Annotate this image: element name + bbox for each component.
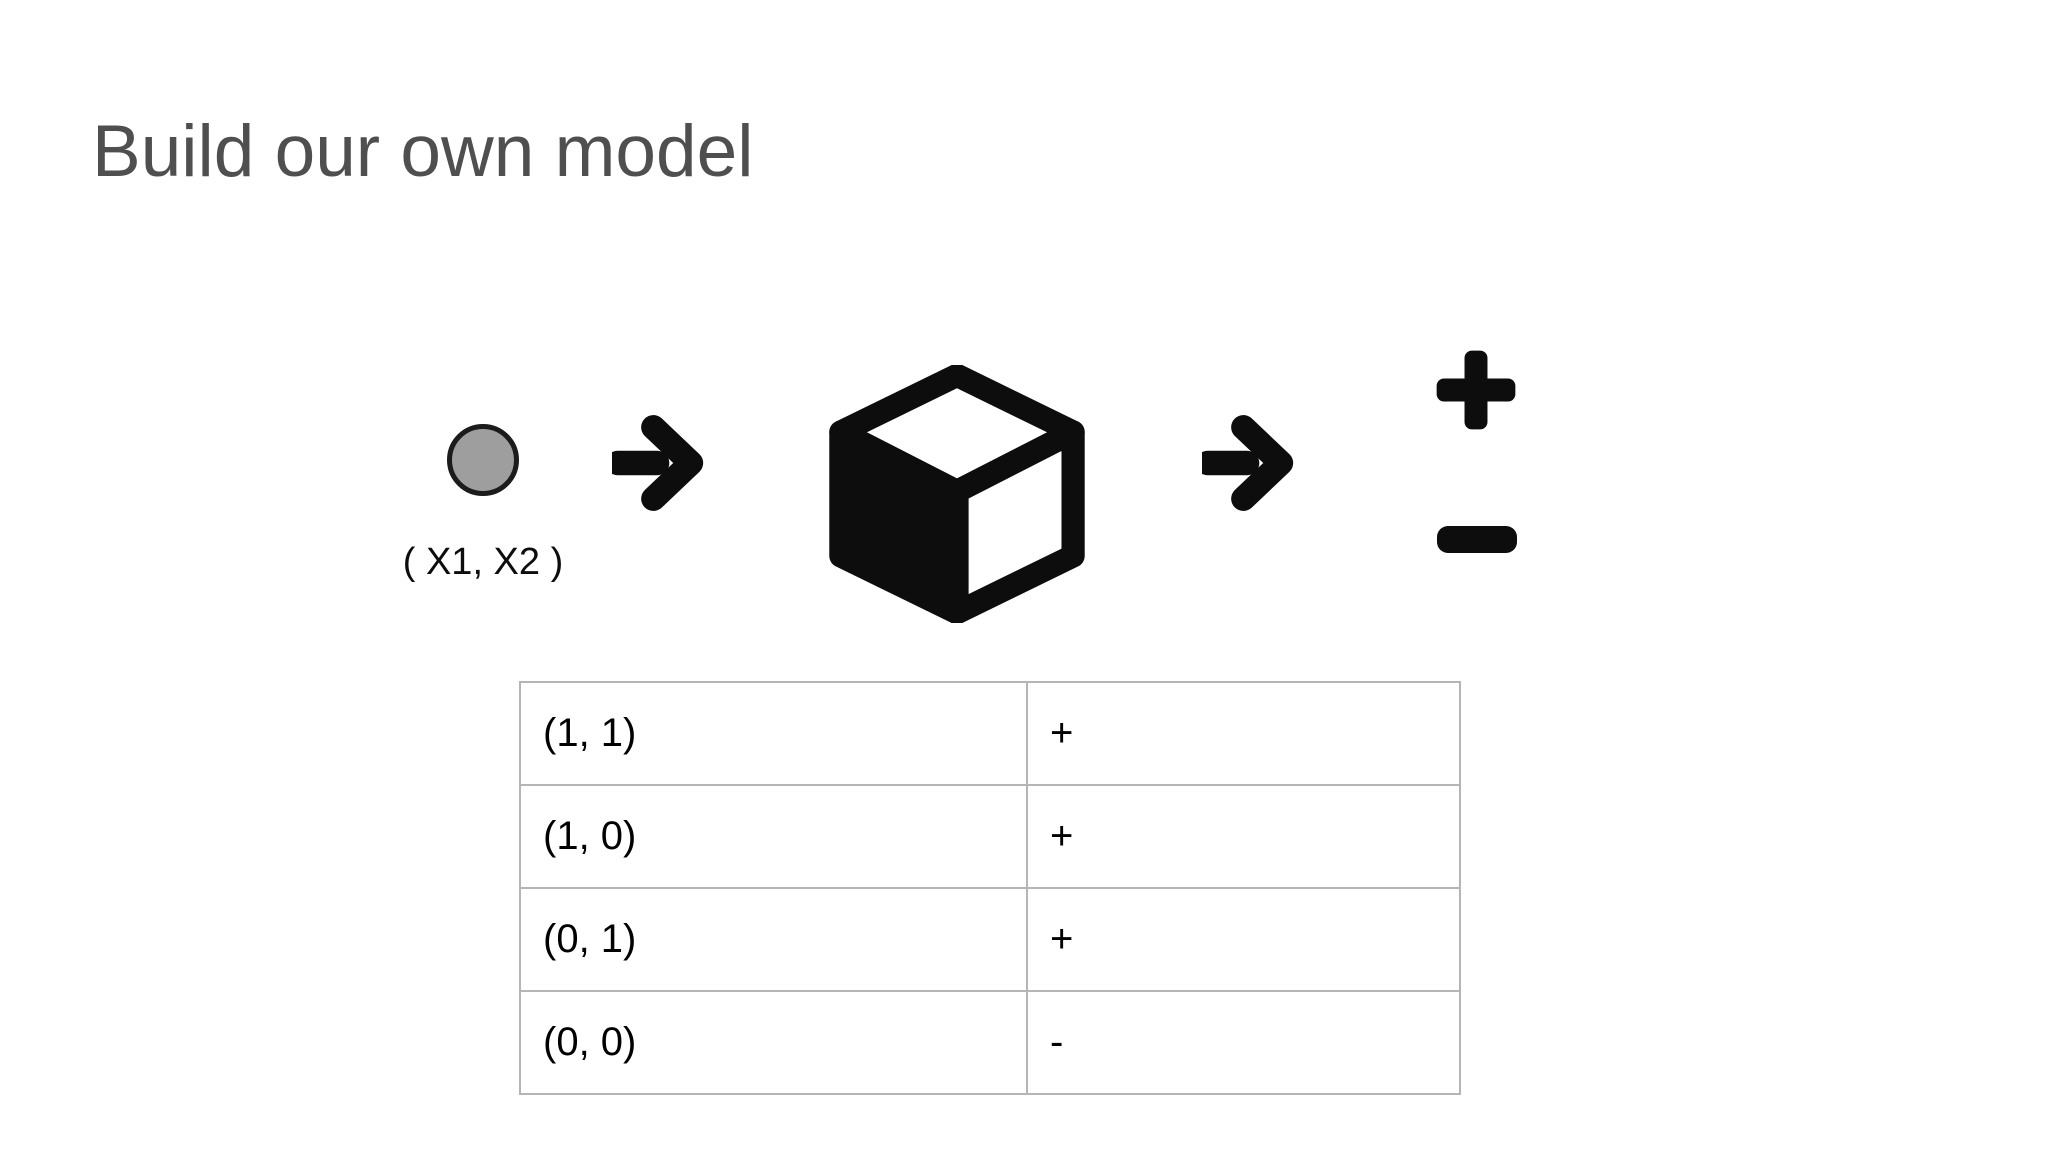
page-title: Build our own model (92, 111, 754, 192)
table-cell-input: (0, 0) (543, 1020, 637, 1064)
circle-icon (447, 424, 519, 496)
arrow-right-icon (1202, 415, 1294, 511)
table-cell-output: - (1026, 992, 1459, 1093)
cube-icon (829, 365, 1085, 623)
table-cell-input: (1, 1) (543, 711, 637, 755)
table-cell-output: + (1026, 889, 1459, 990)
input-coordinates-label: ( X1, X2 ) (402, 541, 564, 583)
table-row: (0, 1) + (521, 887, 1459, 990)
minus-icon (1437, 526, 1517, 553)
table-cell-input: (1, 0) (543, 814, 637, 858)
table-cell-output: + (1026, 786, 1459, 887)
table-row: (1, 1) + (521, 683, 1459, 784)
truth-table: (1, 1) + (1, 0) + (0, 1) + (0, 0) - (519, 681, 1461, 1095)
plus-icon (1436, 350, 1516, 430)
table-row: (0, 0) - (521, 990, 1459, 1093)
table-cell-output: + (1026, 683, 1459, 784)
table-row: (1, 0) + (521, 784, 1459, 887)
table-cell-input: (0, 1) (543, 917, 637, 961)
arrow-right-icon (612, 415, 704, 511)
